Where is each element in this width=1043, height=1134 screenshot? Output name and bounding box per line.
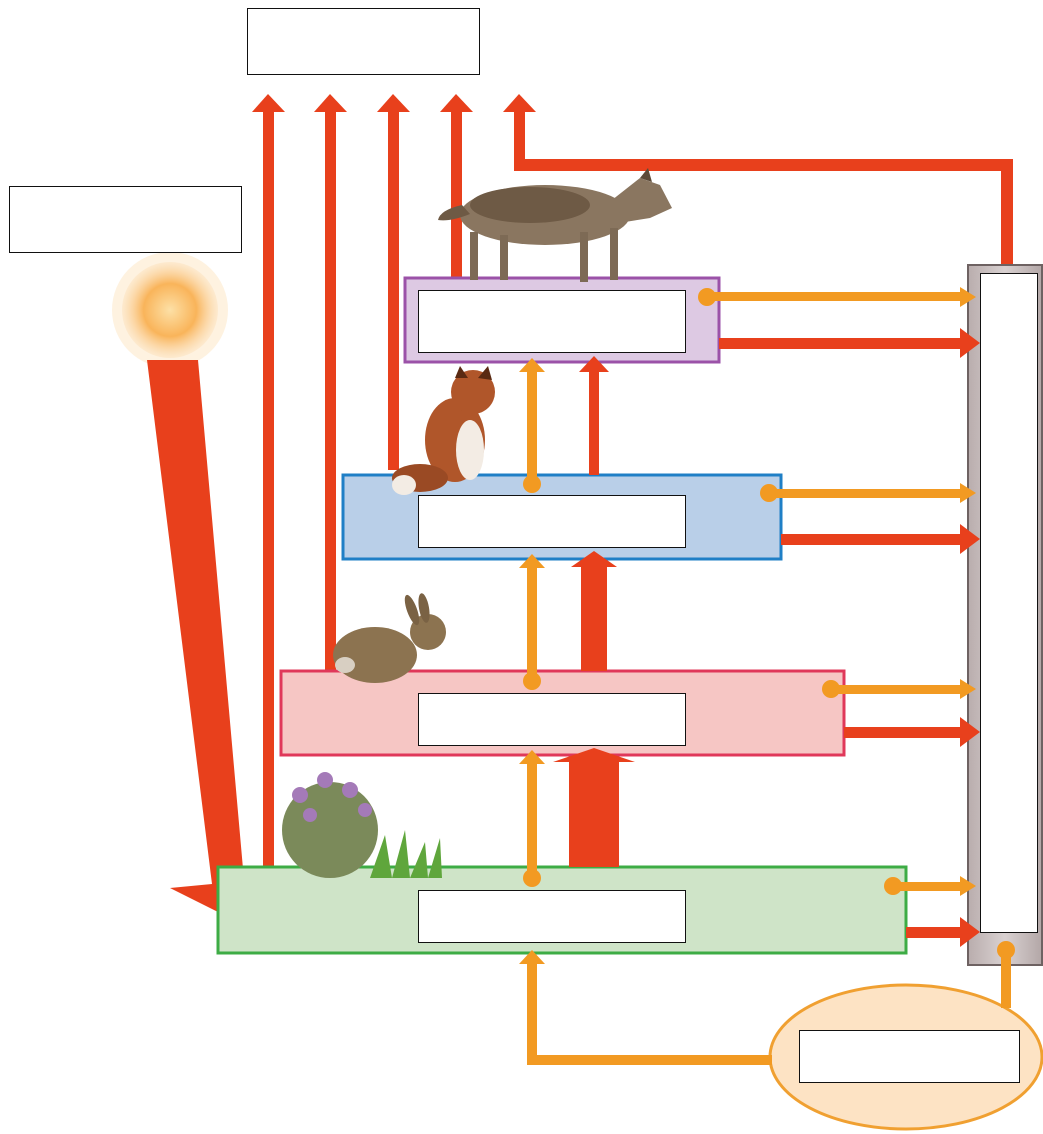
inorganic-nutrients-label (799, 1030, 1020, 1083)
plant-icon (282, 772, 442, 878)
tertiary-consumers-label (418, 290, 686, 353)
producers-label (418, 890, 686, 943)
secondary-consumers-label (418, 495, 686, 548)
decomposers-label (980, 273, 1038, 933)
energy-transfer-arrows (553, 356, 635, 867)
heat-label (247, 8, 480, 75)
sunlight-label (9, 186, 242, 253)
sun-icon (112, 252, 228, 368)
primary-consumers-label (418, 693, 686, 746)
flows-to-decomposers (698, 287, 980, 947)
wolf-icon (438, 168, 672, 282)
rabbit-icon (333, 592, 446, 683)
nutrient-transfer-arrows (519, 358, 545, 887)
